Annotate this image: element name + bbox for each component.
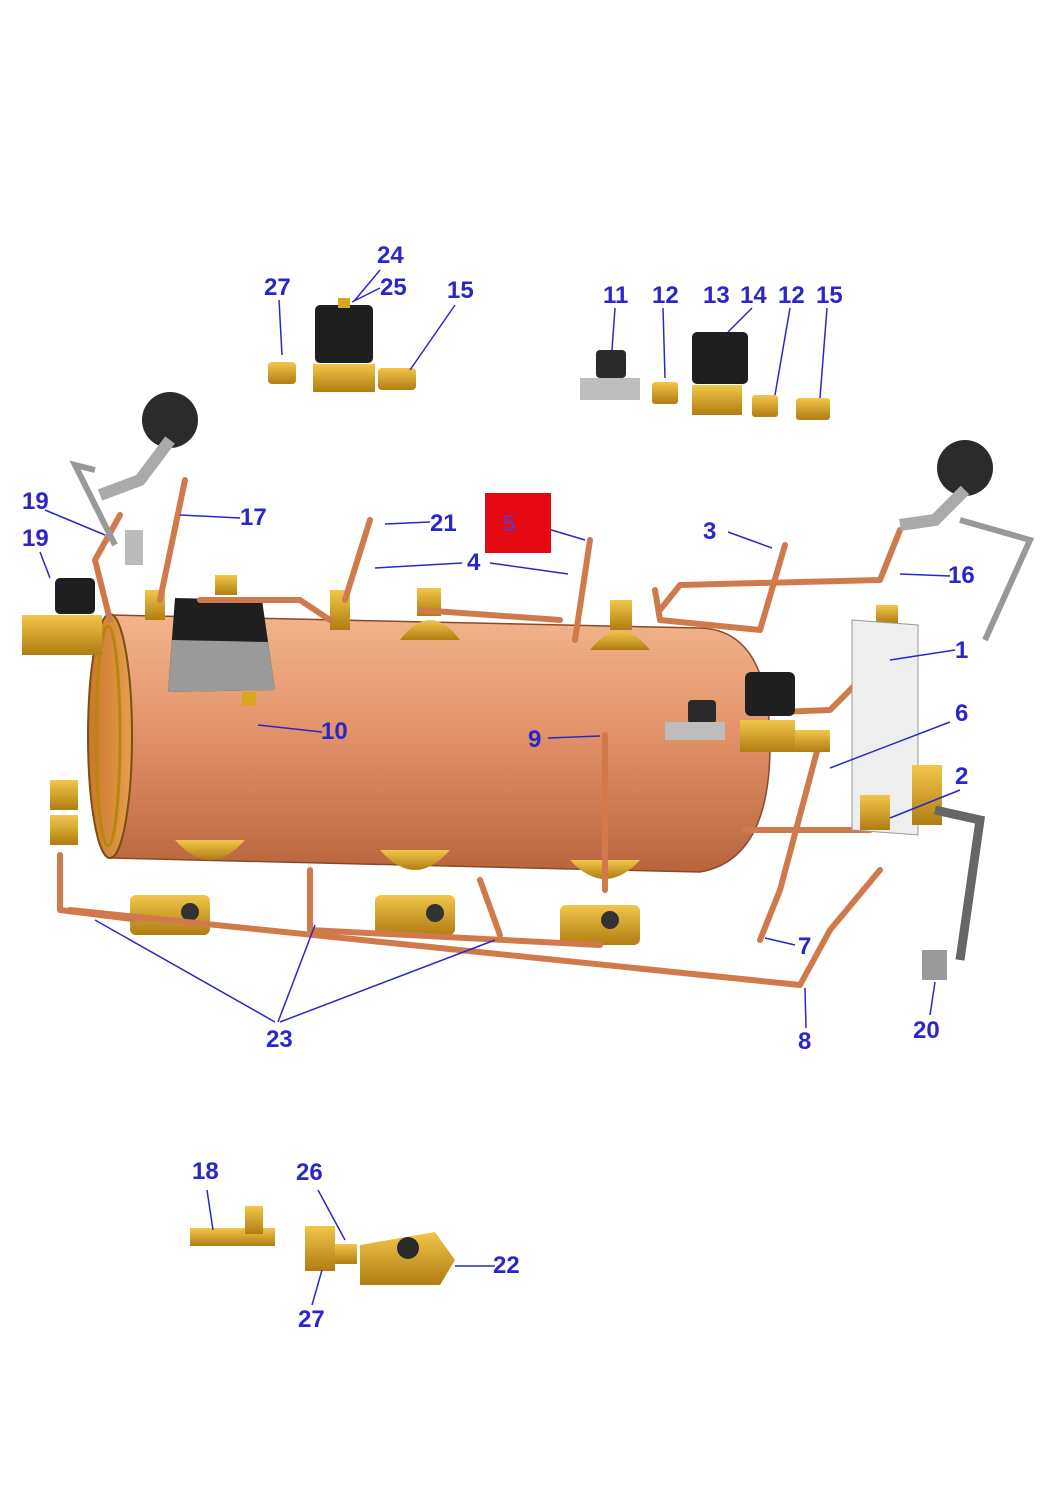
right-tap-knob [899,440,1035,642]
left-tap-knob [69,392,198,565]
callout-2: 2 [955,763,969,790]
callout-8: 8 [798,1028,812,1055]
callout-5: 5 [503,511,516,536]
callout-4: 4 [467,549,481,576]
callout-27-top: 27 [264,274,291,301]
callout-12-left: 12 [652,282,679,309]
exploded-parts-top-left [268,298,416,392]
left-solenoid-valves [22,578,102,845]
callout-16: 16 [948,562,975,589]
callout-6: 6 [955,700,969,727]
exploded-parts-bottom [190,1206,455,1285]
callout-10: 10 [321,718,348,745]
callout-23: 23 [266,1026,293,1053]
callout-25: 25 [380,274,407,301]
brass-fittings-bottom [130,840,640,945]
callout-15-left: 15 [447,277,474,304]
callout-27-bottom: 27 [298,1306,325,1333]
copper-pipes [57,477,903,988]
callout-19-lower: 19 [22,525,49,552]
part-5-highlight: 5 [485,493,551,553]
callout-3: 3 [703,518,717,545]
callout-17: 17 [240,504,267,531]
callout-26: 26 [296,1159,323,1186]
callout-18: 18 [192,1158,219,1185]
callout-7: 7 [798,933,812,960]
callout-9: 9 [528,726,542,753]
right-valve-group [665,619,986,980]
callout-21: 21 [430,510,457,537]
callout-11: 11 [603,282,629,309]
callout-13: 13 [703,282,730,309]
callout-12-right: 12 [778,282,805,309]
callout-20: 20 [913,1017,940,1044]
callout-1: 1 [955,637,969,664]
heating-element-cover [168,598,275,706]
callout-22: 22 [493,1252,520,1279]
callout-19-upper: 19 [22,488,49,515]
callout-24: 24 [377,242,404,269]
exploded-parts-top-right [580,332,830,420]
callout-15-right: 15 [816,282,843,309]
callout-14: 14 [740,282,767,309]
